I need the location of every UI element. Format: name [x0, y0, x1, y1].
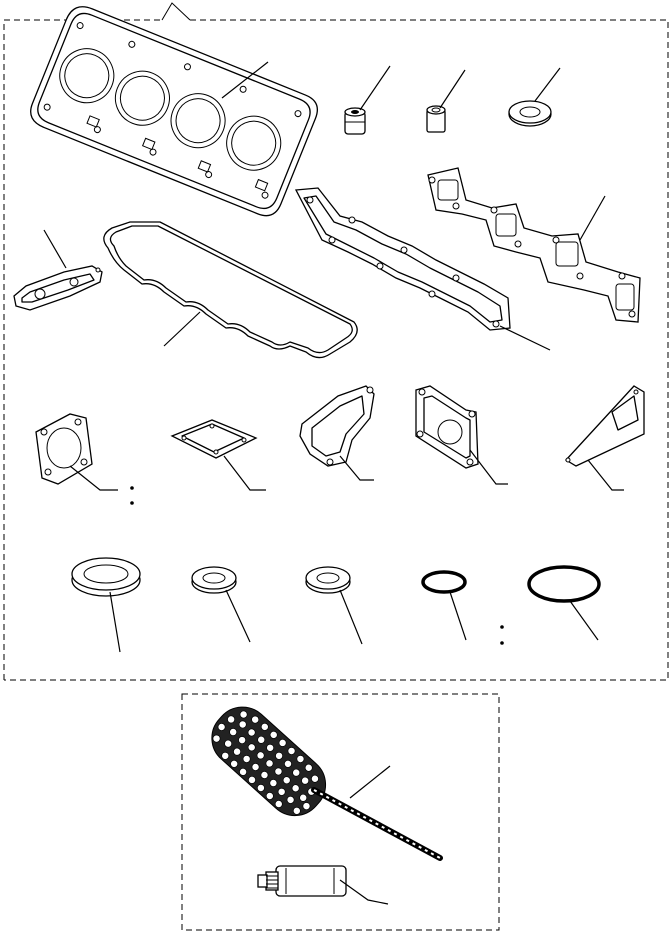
small-cover-gasket [13, 265, 103, 311]
washer-seal [508, 100, 552, 127]
rocker-cover-gasket [103, 221, 358, 359]
large-flat-ring [71, 557, 141, 597]
exhaust-manifold-gasket [427, 167, 641, 323]
large-o-ring [527, 565, 601, 603]
dot-marker [500, 625, 504, 629]
small-o-ring [421, 570, 467, 594]
square-flange-gasket [170, 419, 258, 459]
dot-marker [130, 486, 134, 490]
dot-marker [500, 641, 504, 645]
intake-manifold-gasket [294, 187, 511, 331]
sleeve-collar [426, 105, 446, 133]
tool-frame [181, 693, 500, 931]
medium-flat-ring [191, 566, 237, 594]
triangular-plate-gasket [564, 385, 645, 467]
dot-marker [130, 501, 134, 505]
cylinder-head-gasket [30, 6, 318, 217]
elbow-gasket [299, 385, 375, 467]
round-flange-gasket [35, 413, 93, 485]
small-flat-ring [305, 566, 351, 594]
valve-stem-seal [344, 107, 366, 135]
lubricant-tube [257, 865, 347, 897]
plate-gasket [415, 385, 479, 469]
cylinder-hone-brush [211, 706, 443, 861]
